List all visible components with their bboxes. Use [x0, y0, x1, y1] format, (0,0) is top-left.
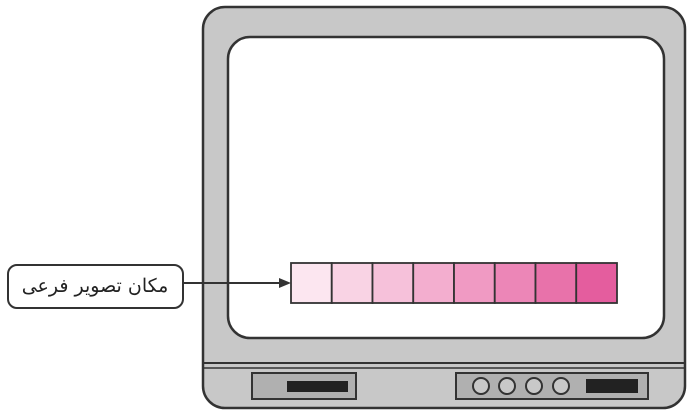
control-knob-3	[526, 378, 542, 394]
pip-cell-1	[291, 263, 332, 303]
control-knob-1	[473, 378, 489, 394]
pip-strip	[291, 263, 617, 303]
callout-label: مكان تصوير فرعی	[22, 275, 169, 297]
pip-cell-7	[536, 263, 577, 303]
pip-cell-8	[576, 263, 617, 303]
pip-cell-5	[454, 263, 495, 303]
pip-cell-4	[413, 263, 454, 303]
control-knob-2	[499, 378, 515, 394]
pip-cell-2	[332, 263, 373, 303]
control-knob-4	[553, 378, 569, 394]
pip-cell-6	[495, 263, 536, 303]
left-panel-slot	[287, 381, 348, 392]
right-panel-slot	[586, 379, 638, 393]
pip-cell-3	[373, 263, 414, 303]
